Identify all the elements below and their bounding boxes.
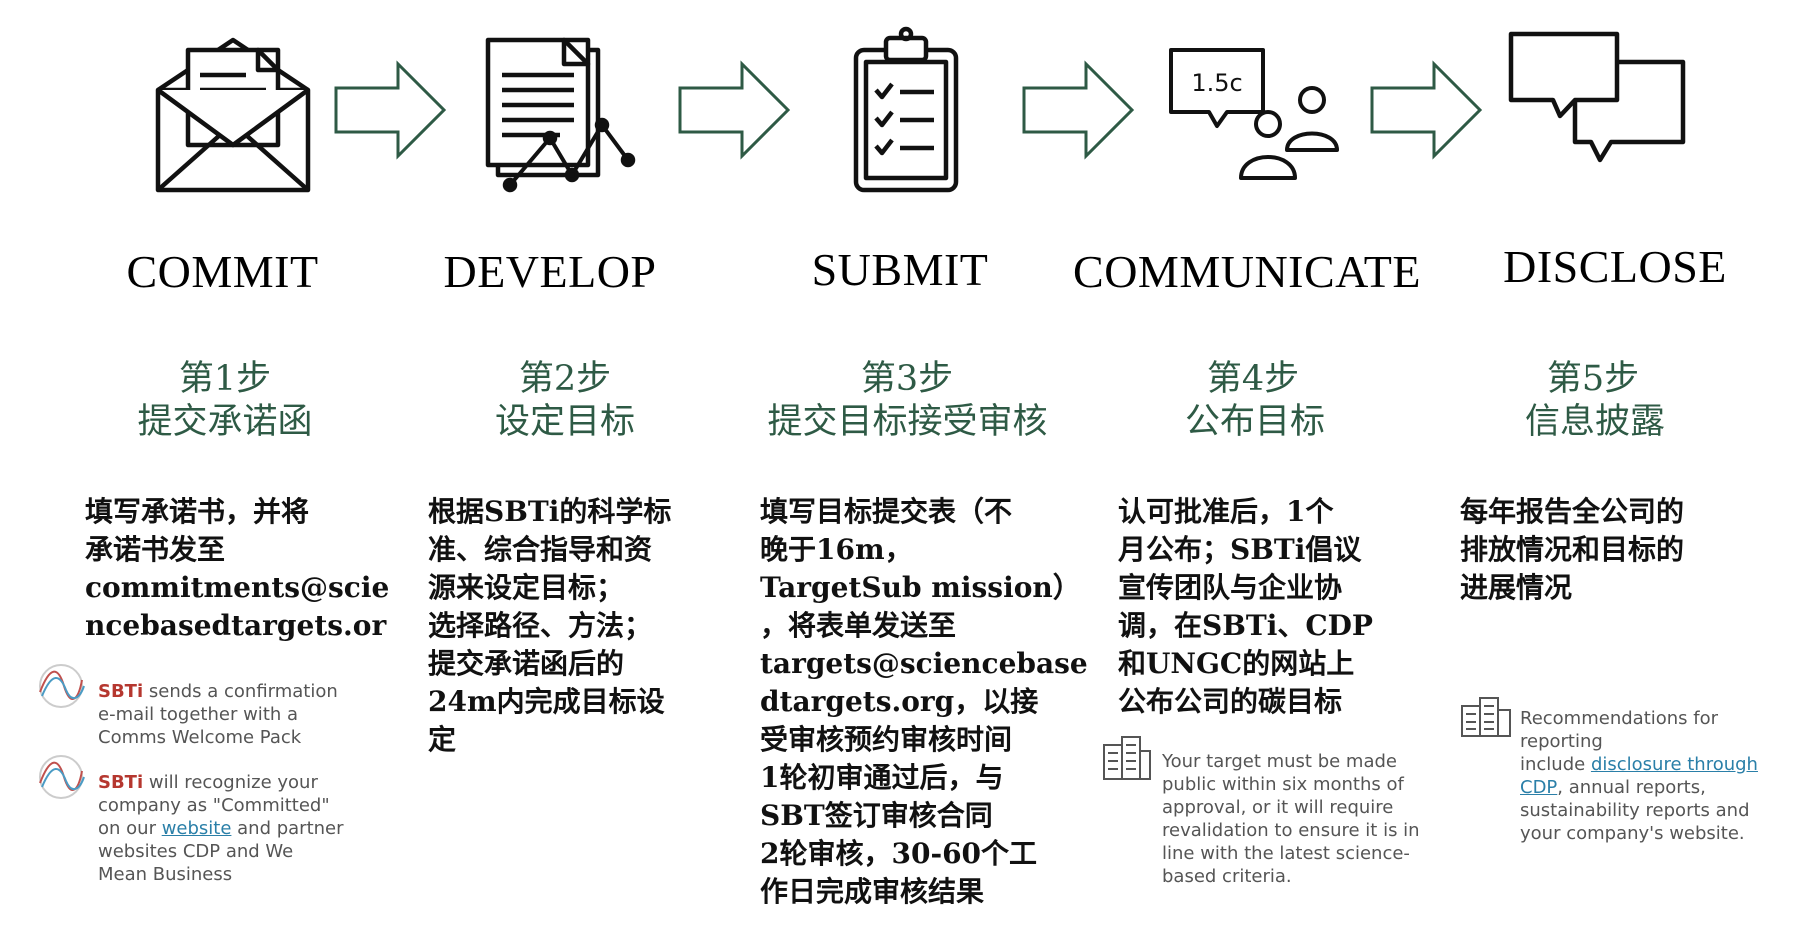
disclose-chat-bubbles-icon [1505, 20, 1690, 200]
sbti-wave-logo-icon [34, 662, 88, 710]
step-title-commit: COMMIT [126, 246, 319, 297]
building-icon [1102, 735, 1152, 781]
arrow-right-icon [676, 60, 794, 160]
step-number: 第1步 [178, 359, 272, 399]
step-number: 第5步 [1546, 359, 1640, 399]
building-icon [1460, 696, 1512, 738]
arrow-right-icon [1020, 60, 1138, 160]
disclosure-through-cdp-link[interactable]: disclosure through [1590, 754, 1758, 775]
step-name: 信息披露 [1524, 402, 1665, 442]
bubble-text: 1.5c [1191, 69, 1242, 97]
step-title-develop: DEVELOP [443, 246, 657, 297]
step-description: 根据SBTi的科学标 准、综合指导和资 源来设定目标； 选择路径、方法； 提交承… [428, 495, 672, 756]
disclose-note: Recommendations for reporting include di… [1520, 708, 1758, 844]
communicate-speech-people-icon: 1.5c [1165, 20, 1345, 200]
arrow-right-icon [332, 60, 450, 160]
step-description: 填写目标提交表（不 晚于16m， TargetSub mission） ，将表单… [760, 495, 1088, 908]
step-name: 提交承诺函 [137, 402, 313, 442]
sbti-wave-logo-icon [34, 753, 88, 801]
step-title-disclose: DISCLOSE [1503, 241, 1727, 292]
step-name: 公布目标 [1184, 402, 1325, 442]
step-title-submit: SUBMIT [811, 244, 989, 295]
commit-note-recognize: SBTi will recognize your company as "Com… [98, 772, 344, 885]
communicate-note: Your target must be made public within s… [1162, 751, 1420, 887]
step-description: 每年报告全公司的 排放情况和目标的 进展情况 [1460, 495, 1685, 604]
step-description: 认可批准后，1个 月公布；SBTi倡议 宣传团队与企业协 调，在SBTi、CDP… [1118, 495, 1373, 718]
submit-clipboard-icon [830, 20, 970, 200]
develop-document-chart-icon [480, 20, 650, 200]
step-name: 提交目标接受审核 [767, 402, 1048, 442]
website-link[interactable]: website [161, 818, 232, 839]
step-name: 设定目标 [494, 402, 635, 442]
commit-envelope-icon [150, 20, 320, 200]
step-title-communicate: COMMUNICATE [1073, 246, 1421, 297]
step-number: 第2步 [518, 359, 612, 399]
step-description: 填写承诺书，并将 承诺书发至 commitments@scie ncebased… [85, 495, 390, 642]
cdp-link[interactable]: CDP [1520, 777, 1558, 798]
arrow-right-icon [1368, 60, 1486, 160]
commit-note-confirmation: SBTi sends a confirmation e-mail togethe… [98, 681, 338, 748]
step-number: 第3步 [860, 359, 954, 399]
step-number: 第4步 [1206, 359, 1300, 399]
